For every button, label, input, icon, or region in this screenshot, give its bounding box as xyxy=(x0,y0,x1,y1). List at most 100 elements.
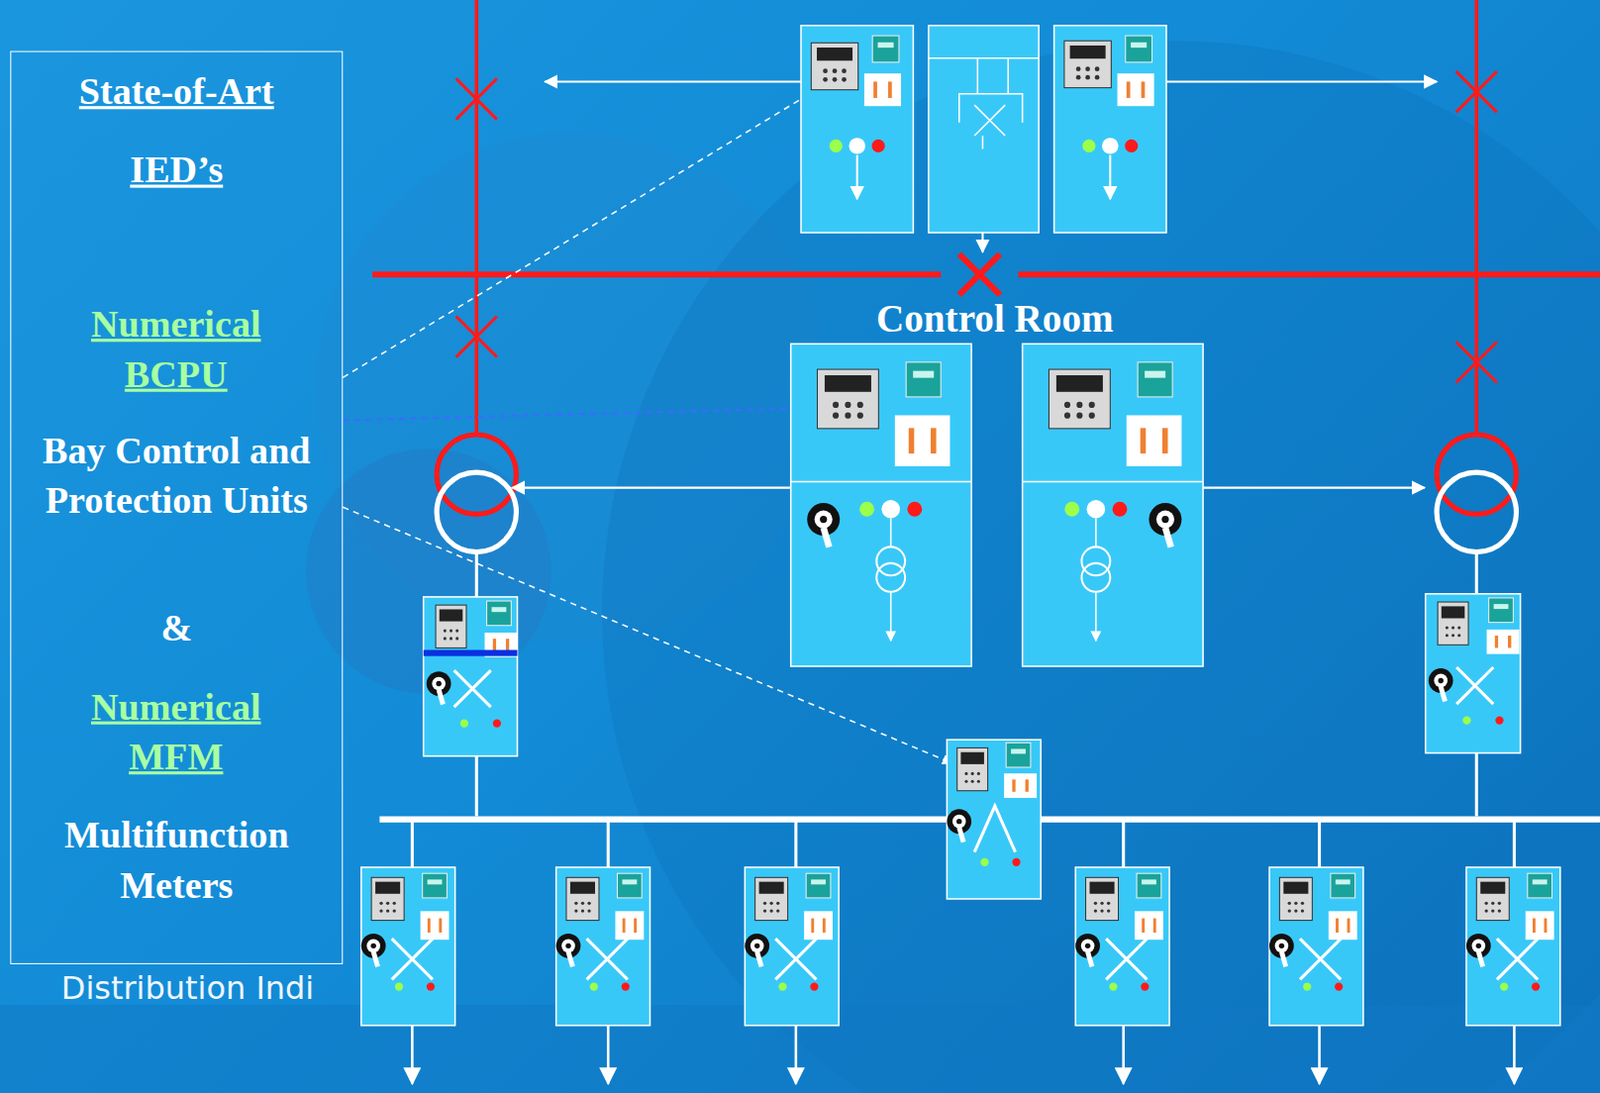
key-ring xyxy=(1156,510,1175,529)
switch-block xyxy=(1003,773,1037,799)
relay-ied xyxy=(755,877,789,920)
breaker-x xyxy=(1456,667,1494,704)
switch-lever xyxy=(810,918,814,933)
relay-key xyxy=(1106,901,1110,905)
mimic-line xyxy=(791,481,972,484)
panel-text: & xyxy=(10,602,342,653)
relay-key xyxy=(1294,908,1298,912)
relay-screen xyxy=(439,608,463,621)
relay-key xyxy=(1300,901,1304,905)
relay-key xyxy=(587,908,591,912)
wire xyxy=(511,487,791,490)
lamp-white xyxy=(848,137,865,154)
switch-lever xyxy=(1025,779,1029,792)
wire xyxy=(379,815,949,822)
relay-key xyxy=(581,908,585,912)
relay-key xyxy=(832,412,839,419)
relay-key xyxy=(1498,901,1501,905)
coupler-breaker xyxy=(974,805,1015,852)
key-ring xyxy=(814,510,833,529)
bus-bar-strip xyxy=(423,649,518,656)
panel-text: Numerical MFM xyxy=(74,681,279,782)
relay-key xyxy=(1451,633,1455,637)
switch-lever xyxy=(1141,81,1146,98)
key-hole xyxy=(956,818,962,824)
wire xyxy=(795,1025,799,1085)
relay-key xyxy=(1076,66,1082,72)
lamp-red xyxy=(1531,982,1540,991)
relay-ied xyxy=(435,604,467,648)
relay-key xyxy=(776,908,780,912)
breaker-x xyxy=(1300,938,1341,980)
switch-lever xyxy=(622,918,626,933)
breaker-x xyxy=(1497,938,1538,980)
relay-key xyxy=(977,772,981,776)
relay-ied xyxy=(1086,877,1119,920)
relay-key xyxy=(832,401,839,408)
lamp-green xyxy=(1082,139,1096,153)
cabinet-arrow xyxy=(1108,155,1111,200)
relay-key xyxy=(1064,401,1071,408)
relay-key xyxy=(443,636,447,640)
switch-lever xyxy=(1507,635,1511,648)
wire xyxy=(410,819,414,868)
wire xyxy=(456,315,498,357)
relay-key xyxy=(1100,908,1103,912)
wire xyxy=(342,407,804,420)
relay-key xyxy=(857,412,864,419)
lamp-red xyxy=(906,501,922,517)
lamp-red xyxy=(1334,982,1343,991)
relay-screen xyxy=(1480,882,1505,895)
key-handle xyxy=(1088,952,1093,968)
wire xyxy=(1512,819,1516,868)
breaker-x xyxy=(1105,938,1147,980)
cabinet-arrow xyxy=(1095,592,1098,641)
switch-lever xyxy=(1347,918,1351,933)
lamp-red xyxy=(1124,139,1138,153)
wire xyxy=(959,254,1000,296)
relay-key xyxy=(455,636,459,640)
switch-lever xyxy=(1153,918,1157,933)
wires xyxy=(342,0,1600,1084)
relay-key xyxy=(822,68,828,74)
relay-key xyxy=(841,77,847,83)
mfm-meter xyxy=(487,600,512,626)
relay-key xyxy=(574,901,578,905)
switch-block xyxy=(1328,910,1358,940)
breaker-x xyxy=(587,938,628,980)
relay-key xyxy=(844,412,851,419)
switch-block xyxy=(1117,73,1155,106)
relay-key xyxy=(832,68,838,74)
relay-key xyxy=(581,901,585,905)
switch-lever xyxy=(1335,918,1339,933)
switch-lever xyxy=(438,918,442,933)
lamp-green xyxy=(829,139,843,153)
mfm-meter xyxy=(905,362,941,398)
lamp-red xyxy=(809,982,818,991)
lamp-green xyxy=(1108,982,1117,991)
breaker-x xyxy=(587,938,628,980)
lamp-green xyxy=(1064,501,1080,517)
relay-key xyxy=(386,901,390,905)
switch-lever xyxy=(1532,918,1536,933)
key-ring xyxy=(952,814,967,829)
relay-key xyxy=(776,901,780,905)
cabinet xyxy=(928,25,1039,233)
lamp-red xyxy=(1140,982,1149,991)
wire xyxy=(1202,487,1425,490)
cabinet xyxy=(1466,867,1561,1026)
footer-text: Distribution Indi xyxy=(61,969,314,1006)
relay-key xyxy=(393,901,397,905)
relay-key xyxy=(1491,908,1495,912)
wire xyxy=(1474,0,1479,436)
mfm-meter xyxy=(1137,362,1173,398)
relay-screen xyxy=(960,752,984,765)
wire xyxy=(959,254,1000,296)
wire xyxy=(544,80,801,83)
breaker-x xyxy=(775,938,816,980)
key-hole xyxy=(1279,943,1285,949)
wire xyxy=(1166,80,1437,83)
mfm-display xyxy=(1532,879,1548,885)
lamp-red xyxy=(426,982,435,991)
